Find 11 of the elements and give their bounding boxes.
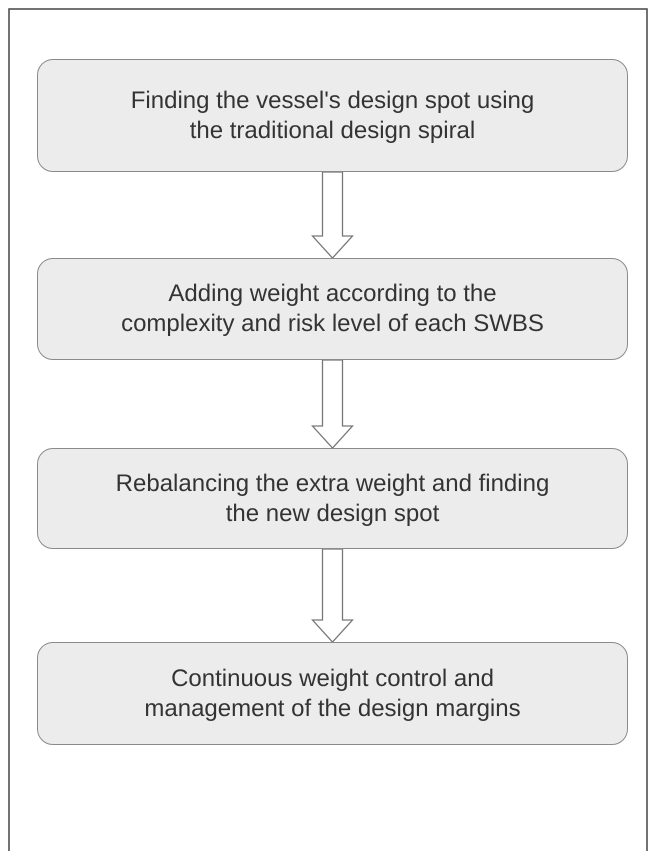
arrow [311, 359, 354, 449]
process-box [37, 448, 628, 549]
step-text: Finding the vessel's design spot using the traditional design spiral [130, 86, 536, 146]
process-box [37, 59, 628, 172]
step-text: Rebalancing the extra weight and finding the new design spot [114, 468, 550, 528]
arrow [311, 548, 354, 643]
process-box [37, 642, 628, 745]
arrow [311, 171, 354, 259]
step-text: Adding weight according to the complexity and risk level of each SWBS [120, 279, 545, 339]
step-text: Continuous weight control and management of the design margins [143, 664, 522, 724]
process-box [37, 258, 628, 360]
